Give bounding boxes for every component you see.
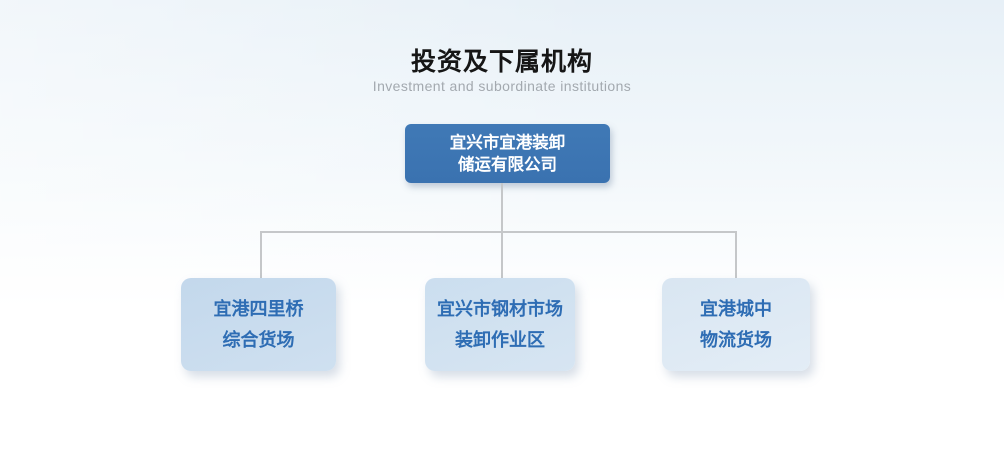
org-child-box-3: 宜港城中 物流货场 — [662, 278, 810, 371]
connector-drop-right — [735, 231, 737, 278]
org-child-box-2: 宜兴市钢材市场 装卸作业区 — [425, 278, 575, 371]
org-child-2-line2: 装卸作业区 — [455, 329, 545, 350]
connector-stem — [501, 183, 503, 232]
org-child-2-line1: 宜兴市钢材市场 — [437, 298, 563, 319]
org-child-3-line2: 物流货场 — [700, 329, 772, 350]
connector-drop-left — [260, 231, 262, 278]
page-subtitle: Investment and subordinate institutions — [372, 78, 632, 94]
page-title: 投资及下属机构 — [410, 48, 593, 76]
org-child-1-line2: 综合货场 — [222, 329, 295, 350]
org-root-box: 宜兴市宜港装卸 储运有限公司 — [405, 124, 610, 183]
connector-horizontal — [260, 231, 737, 233]
org-child-box-1: 宜港四里桥 综合货场 — [181, 278, 336, 371]
org-root-name-line1: 宜兴市宜港装卸 — [449, 133, 566, 152]
org-child-3-line1: 宜港城中 — [700, 298, 772, 319]
connector-drop-center — [501, 231, 503, 278]
org-root-name-line2: 储运有限公司 — [458, 155, 557, 174]
org-child-1-line1: 宜港四里桥 — [213, 298, 304, 319]
